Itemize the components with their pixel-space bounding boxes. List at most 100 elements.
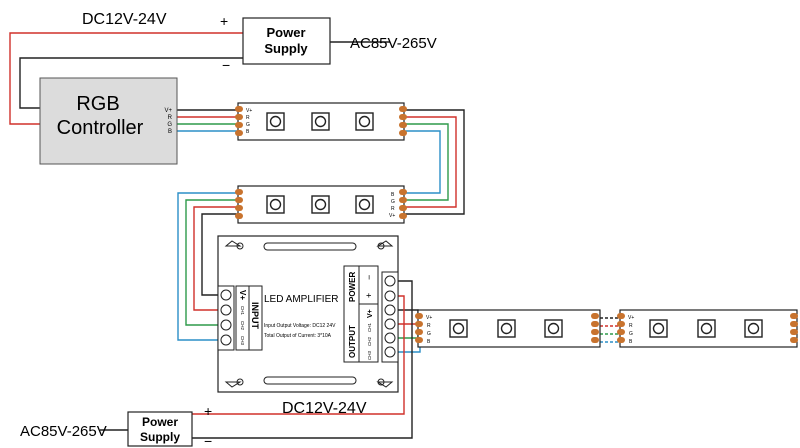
- top-supply-line1: Power: [266, 25, 305, 40]
- wire-s1s2-b: [404, 130, 441, 194]
- controller-pin-g: G: [167, 122, 172, 128]
- output-terminal-ch3: [384, 346, 396, 358]
- top-dc-label: DC12V-24V: [82, 11, 167, 28]
- strip-3-led: [497, 319, 516, 338]
- strip-1-pad: [399, 122, 407, 128]
- strip-3-pin-g: G: [427, 331, 431, 337]
- wire-top-positive: [9, 32, 243, 125]
- strip-3-pad: [415, 337, 423, 343]
- bottom-power-supply: AC85V-265V Power Supply + − DC12V-24V: [20, 400, 367, 448]
- bottom-supply-line1: Power: [142, 415, 178, 429]
- strip-4-pad: [790, 321, 798, 327]
- strip-1-pin-g: G: [246, 122, 250, 128]
- strip-2-pad: [235, 213, 243, 219]
- top-power-supply: DC12V-24V + − Power Supply AC85V-265V: [82, 11, 437, 73]
- wire-s2amp-g: [185, 199, 238, 326]
- strip-4-pin-v: V+: [628, 315, 634, 321]
- strip-1-pin-r: R: [246, 115, 250, 121]
- amplifier-spec-1: Input Output Voltage: DC12 24V: [264, 323, 336, 329]
- strip-4-pad: [790, 337, 798, 343]
- output-label: OUTPUT: [348, 325, 357, 358]
- strip-2-pad: [399, 213, 407, 219]
- strip-1-pad: [235, 122, 243, 128]
- input-terminal-v: [220, 289, 232, 301]
- output-terminal-ch1: [384, 318, 396, 330]
- strip-3-pad: [415, 321, 423, 327]
- led-strip-2: B G R V+: [235, 185, 407, 224]
- strip-1-led: [355, 112, 374, 131]
- input-label: INPUT: [250, 302, 260, 330]
- power-terminal-minus: [384, 275, 396, 287]
- wire-amp-g: [398, 332, 419, 339]
- led-strip-1: V+ R G B: [235, 102, 407, 141]
- controller-pin-v: V+: [164, 108, 172, 114]
- input-terminal-ch1: [220, 304, 232, 316]
- strip-1-led: [266, 112, 285, 131]
- strip-2-pad: [399, 189, 407, 195]
- wire-s1s2-g: [404, 123, 449, 201]
- power-minus-label: −: [364, 275, 374, 280]
- output-ch1-label: CH1: [367, 323, 372, 332]
- input-ch3-label: CH3: [240, 336, 245, 345]
- strip-1-pin-v: V+: [246, 108, 252, 114]
- input-terminal-ch2: [220, 319, 232, 331]
- strip-4-pad: [617, 321, 625, 327]
- top-supply-line2: Supply: [264, 41, 308, 56]
- strip-4-pin-g: G: [629, 331, 633, 337]
- amplifier-slot: [263, 242, 357, 251]
- bottom-plus: +: [204, 403, 212, 419]
- strip-2-pad: [399, 197, 407, 203]
- output-ch2-label: CH2: [367, 337, 372, 346]
- strip-4-pin-r: R: [629, 323, 633, 329]
- output-vplus-label: V+: [367, 309, 374, 318]
- strip-4-pad: [790, 313, 798, 319]
- amplifier-screw-hole: [377, 378, 385, 386]
- input-ch2-label: CH2: [240, 321, 245, 330]
- output-terminal-ch2: [384, 332, 396, 344]
- wire-s2amp-v: [201, 213, 238, 296]
- input-ch1-label: CH1: [240, 306, 245, 315]
- power-terminal-plus: [384, 290, 396, 302]
- strip-1-pad: [399, 130, 407, 136]
- amplifier-screw-hole: [236, 378, 244, 386]
- bottom-supply-line2: Supply: [140, 430, 180, 444]
- wire-bottom-positive: [192, 295, 405, 415]
- controller-line1: RGB: [76, 93, 119, 115]
- strip-3-pad: [415, 313, 423, 319]
- input-vplus-label: V+: [238, 290, 247, 300]
- power-plus-label: +: [364, 293, 374, 298]
- controller-pin-r: R: [168, 115, 173, 121]
- wire-s1s2-v: [404, 109, 465, 215]
- wire-top-negative: [19, 57, 243, 109]
- led-strip-4: V+ R G B: [617, 309, 798, 348]
- strip-4-pin-b: B: [629, 339, 633, 345]
- strip-2-led: [355, 195, 374, 214]
- rgb-controller: RGB Controller V+ R G B: [39, 77, 178, 165]
- top-minus: −: [222, 57, 230, 73]
- strip-2-led: [311, 195, 330, 214]
- output-terminal-v: [384, 304, 396, 316]
- strip-4-pad: [617, 313, 625, 319]
- amplifier-mount-ear: [224, 381, 242, 388]
- strip-3-pad: [591, 313, 599, 319]
- strip-2-pad: [235, 205, 243, 211]
- wire-amp-v: [398, 309, 419, 318]
- strip-3-pad: [415, 329, 423, 335]
- amplifier-mount-ear: [224, 240, 242, 247]
- wire-bottom-negative: [192, 280, 413, 439]
- power-label: POWER: [348, 272, 357, 302]
- strip-2-pin-v: V+: [389, 213, 395, 219]
- strip-4-led: [744, 319, 763, 338]
- strip-3-pad: [591, 321, 599, 327]
- strip-4-led: [649, 319, 668, 338]
- output-ch3-label: CH3: [367, 351, 372, 360]
- input-terminal-ch3: [220, 334, 232, 346]
- input-terminal-block: [217, 285, 235, 351]
- controller-box: [39, 77, 178, 165]
- wire-s2amp-r: [193, 206, 238, 311]
- strip-4-led: [697, 319, 716, 338]
- strip-4-pad: [617, 329, 625, 335]
- strip-2-pad: [235, 197, 243, 203]
- bottom-ac-label: AC85V-265V: [20, 423, 107, 440]
- strip-2-pad: [399, 205, 407, 211]
